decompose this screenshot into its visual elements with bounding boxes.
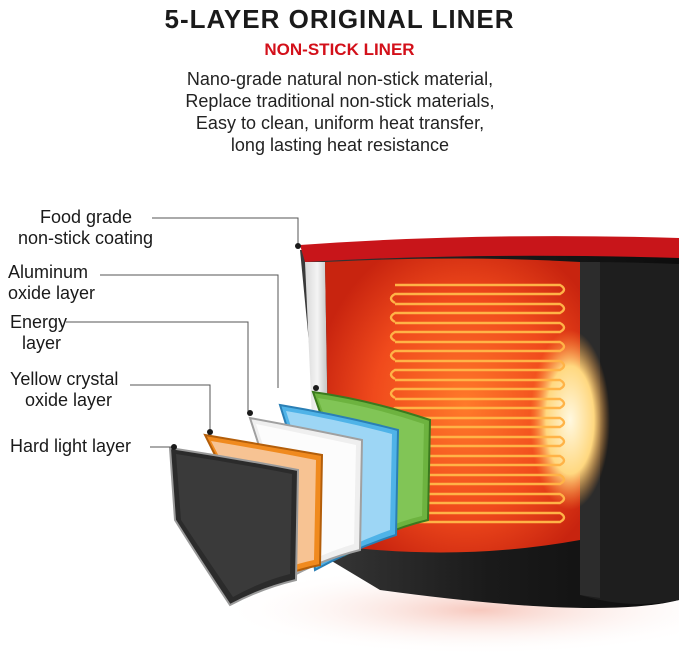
description-block: Nano-grade natural non-stick material, R… [140,68,540,156]
page-title: 5-LAYER ORIGINAL LINER [164,4,515,34]
layer-stack [168,390,432,607]
leader-lines [66,217,299,448]
heat-coil-line [389,302,566,324]
description-line: long lasting heat resistance [230,135,450,155]
label-hard-light: Hard light layer [10,436,132,456]
label-yellow-crystal: Yellow crystal oxide layer [10,369,119,410]
description-line: Nano-grade natural non-stick material, [186,69,494,89]
heat-coil-line [389,283,566,305]
description-line: Easy to clean, uniform heat transfer, [195,113,485,133]
label-energy: Energy layer [10,312,68,353]
heat-coil-line [389,378,566,400]
heat-coil-line [389,359,566,381]
page-subtitle: NON-STICK LINER [264,40,415,59]
heat-coil-line [389,321,566,343]
leader-dots [171,243,319,450]
heat-coils [389,283,566,533]
label-aluminum-oxide: Aluminum oxide layer [8,262,96,303]
heat-coil-line [389,340,566,362]
description-line: Replace traditional non-stick materials, [185,91,495,111]
label-food-grade: Food grade non-stick coating [18,207,154,248]
